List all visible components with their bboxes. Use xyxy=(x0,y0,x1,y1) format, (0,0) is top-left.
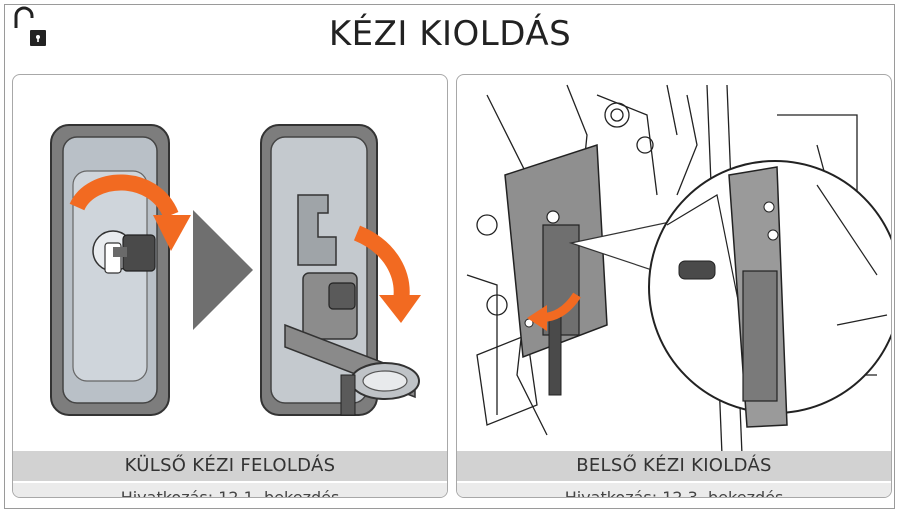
page-title: KÉZI KIOLDÁS xyxy=(0,14,900,54)
reference-external: Hivatkozás: 12.1. bekezdés xyxy=(13,483,447,498)
step-arrow xyxy=(193,210,253,330)
handle-plate-released xyxy=(261,125,421,415)
panel-internal-release: BELSŐ KÉZI KIOLDÁS Hivatkozás: 12.3. bek… xyxy=(456,74,892,498)
caption-external: KÜLSŐ KÉZI FELOLDÁS xyxy=(13,451,447,481)
reference-internal: Hivatkozás: 12.3. bekezdés xyxy=(457,483,891,498)
handle-plate-locked xyxy=(51,125,191,415)
caption-internal: BELSŐ KÉZI KIOLDÁS xyxy=(457,451,891,481)
external-handle-key-release-illustration xyxy=(13,75,448,451)
internal-lever-release-illustration xyxy=(457,75,892,451)
release-lever-handle xyxy=(679,261,715,279)
key-icon xyxy=(123,235,155,271)
panel-external-release: KÜLSŐ KÉZI FELOLDÁS Hivatkozás: 12.1. be… xyxy=(12,74,448,498)
